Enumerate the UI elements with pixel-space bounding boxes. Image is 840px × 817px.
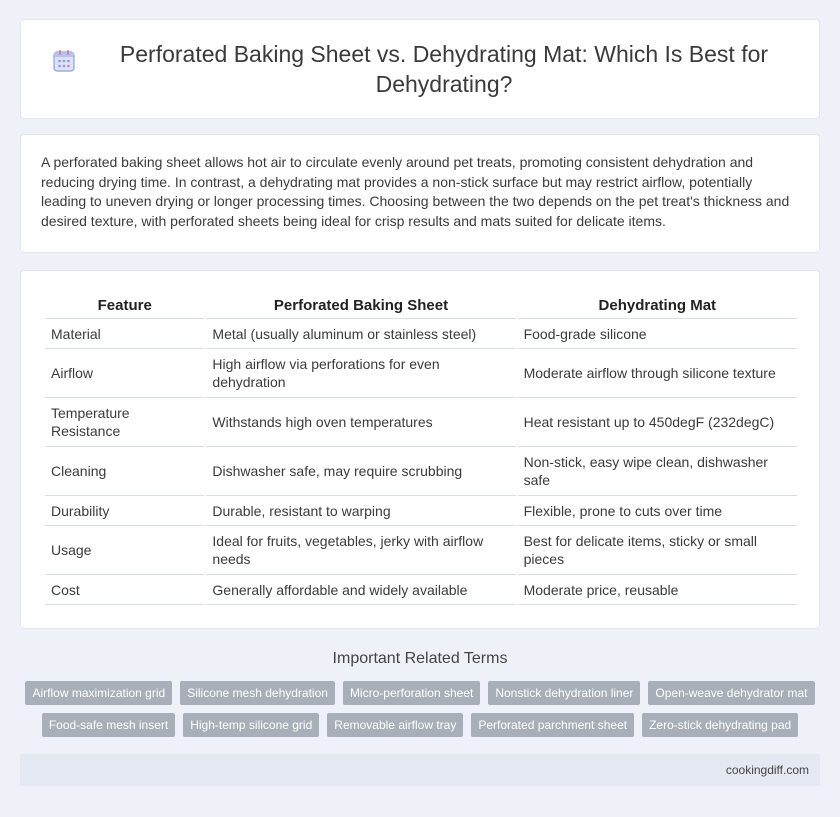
related-term-tag[interactable]: Airflow maximization grid <box>25 681 173 705</box>
feature-cell: Cleaning <box>45 447 205 496</box>
table-row: Cleaning Dishwasher safe, may require sc… <box>45 447 797 496</box>
sheet-cell: High airflow via perforations for even d… <box>206 349 516 398</box>
table-row: Temperature Resistance Withstands high o… <box>45 398 797 447</box>
header-perforated-sheet: Perforated Baking Sheet <box>206 295 516 319</box>
sheet-cell: Durable, resistant to warping <box>206 496 516 526</box>
sheet-cell: Generally affordable and widely availabl… <box>206 575 516 605</box>
related-term-tag[interactable]: High-temp silicone grid <box>183 713 320 737</box>
related-term-tag[interactable]: Food-safe mesh insert <box>41 713 176 737</box>
intro-paragraph: A perforated baking sheet allows hot air… <box>41 154 790 229</box>
title-card: Perforated Baking Sheet vs. Dehydrating … <box>20 19 820 119</box>
related-term-tag[interactable]: Zero-stick dehydrating pad <box>642 713 799 737</box>
calendar-icon <box>53 50 75 72</box>
table-row: Usage Ideal for fruits, vegetables, jerk… <box>45 526 797 575</box>
page-title: Perforated Baking Sheet vs. Dehydrating … <box>119 41 769 97</box>
table-row: Durability Durable, resistant to warping… <box>45 496 797 526</box>
sheet-cell: Dishwasher safe, may require scrubbing <box>206 447 516 496</box>
mat-cell: Moderate airflow through silicone textur… <box>517 349 797 398</box>
mat-cell: Best for delicate items, sticky or small… <box>517 526 797 575</box>
feature-cell: Usage <box>45 526 205 575</box>
table-row: Material Metal (usually aluminum or stai… <box>45 319 797 349</box>
footer: cookingdiff.com <box>20 754 820 786</box>
table-header-row: Feature Perforated Baking Sheet Dehydrat… <box>45 295 797 319</box>
related-term-tag[interactable]: Perforated parchment sheet <box>471 713 635 737</box>
feature-cell: Durability <box>45 496 205 526</box>
comparison-table: Feature Perforated Baking Sheet Dehydrat… <box>43 295 799 605</box>
related-terms-title: Important Related Terms <box>332 650 508 667</box>
mat-cell: Moderate price, reusable <box>517 575 797 605</box>
feature-cell: Airflow <box>45 349 205 398</box>
sheet-cell: Ideal for fruits, vegetables, jerky with… <box>206 526 516 575</box>
related-term-tag[interactable]: Silicone mesh dehydration <box>180 681 335 705</box>
comparison-card: Feature Perforated Baking Sheet Dehydrat… <box>20 270 820 629</box>
related-term-tag[interactable]: Micro-perforation sheet <box>342 681 481 705</box>
feature-cell: Cost <box>45 575 205 605</box>
sheet-cell: Metal (usually aluminum or stainless ste… <box>206 319 516 349</box>
mat-cell: Non-stick, easy wipe clean, dishwasher s… <box>517 447 797 496</box>
mat-cell: Flexible, prone to cuts over time <box>517 496 797 526</box>
sheet-cell: Withstands high oven temperatures <box>206 398 516 447</box>
header-feature: Feature <box>45 295 205 319</box>
intro-card: A perforated baking sheet allows hot air… <box>20 134 820 253</box>
related-term-tag[interactable]: Removable airflow tray <box>327 713 464 737</box>
mat-cell: Food-grade silicone <box>517 319 797 349</box>
header-dehydrating-mat: Dehydrating Mat <box>517 295 797 319</box>
footer-site-link[interactable]: cookingdiff.com <box>725 763 809 777</box>
table-row: Airflow High airflow via perforations fo… <box>45 349 797 398</box>
mat-cell: Heat resistant up to 450degF (232degC) <box>517 398 797 447</box>
feature-cell: Material <box>45 319 205 349</box>
feature-cell: Temperature Resistance <box>45 398 205 447</box>
related-term-tag[interactable]: Nonstick dehydration liner <box>488 681 641 705</box>
related-terms-section: Important Related Terms Airflow maximiza… <box>0 650 840 737</box>
title-wrap: Perforated Baking Sheet vs. Dehydrating … <box>51 39 789 99</box>
related-term-tag[interactable]: Open-weave dehydrator mat <box>648 681 815 705</box>
related-terms-list: Airflow maximization grid Silicone mesh … <box>0 681 840 737</box>
table-row: Cost Generally affordable and widely ava… <box>45 575 797 605</box>
